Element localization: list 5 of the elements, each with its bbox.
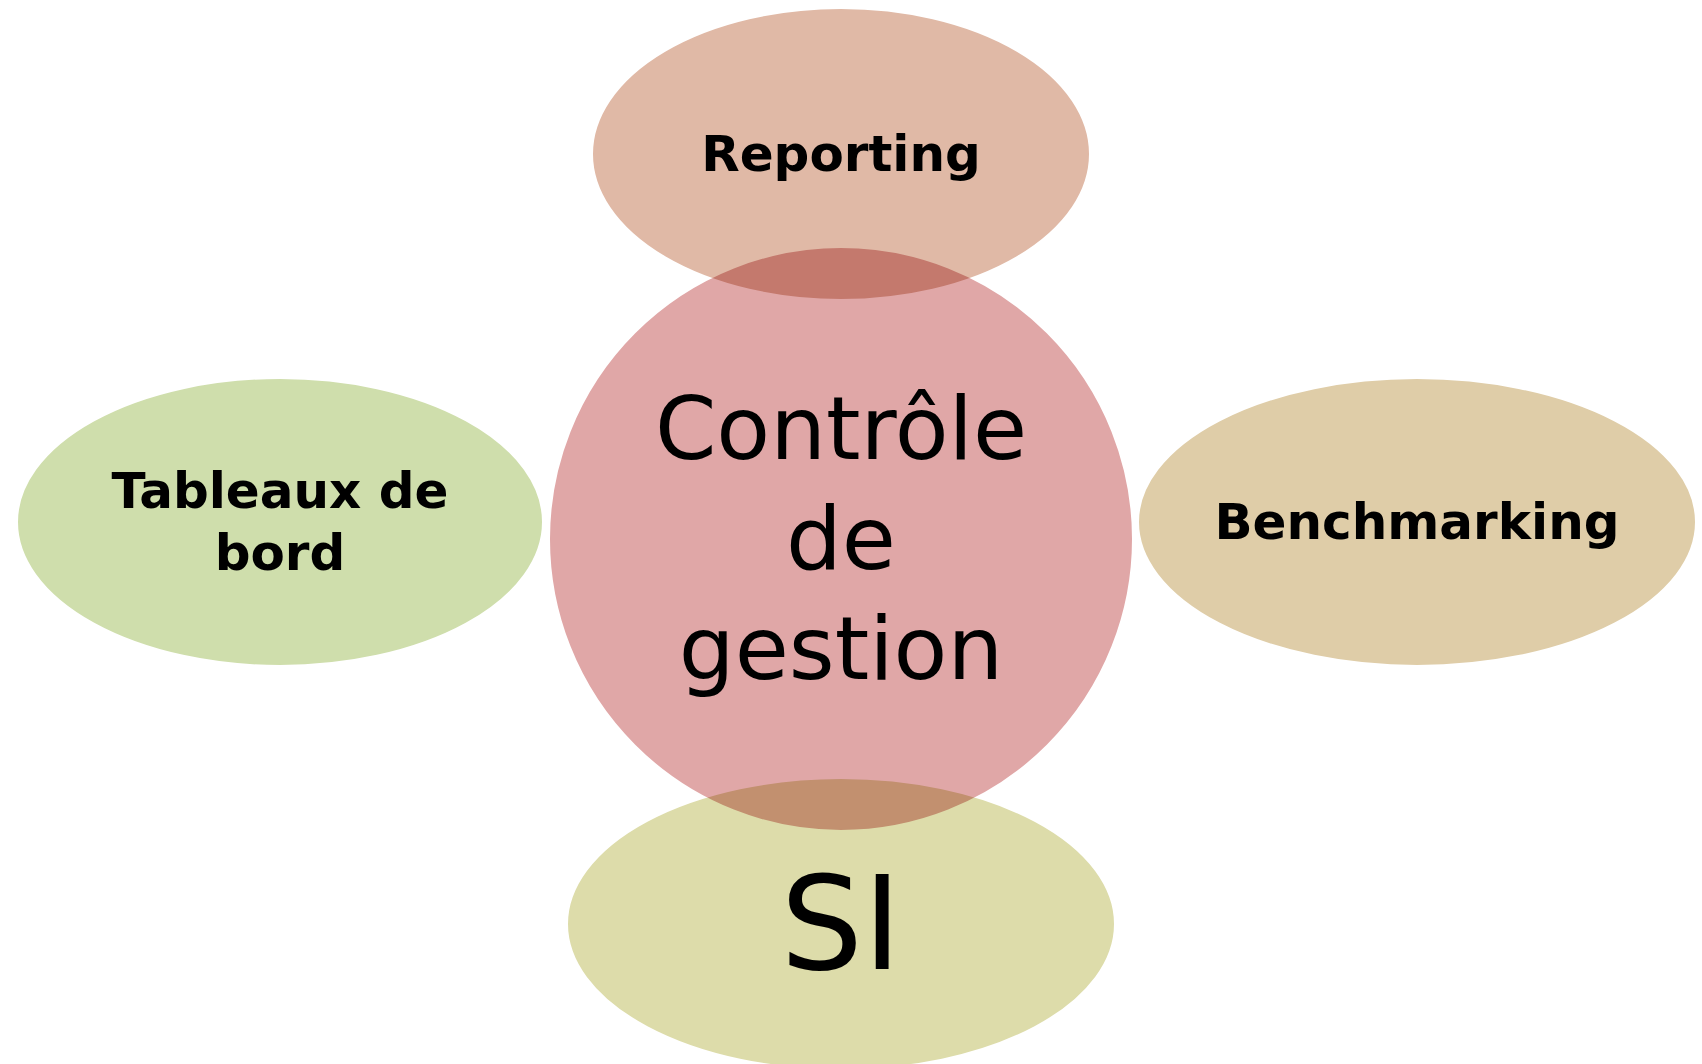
node-label: Reporting: [701, 123, 981, 185]
node-label: SI: [780, 846, 902, 1002]
node-label: Benchmarking: [1214, 491, 1620, 553]
node-label: Contrôle de gestion: [653, 376, 1029, 702]
node-label: Tableaux de bord: [110, 460, 450, 584]
